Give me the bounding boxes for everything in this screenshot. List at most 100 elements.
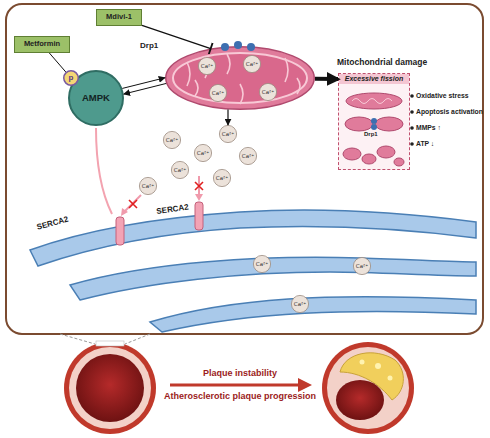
activation-line xyxy=(49,53,65,72)
damage-arrow xyxy=(315,77,338,81)
calcium-ion-text: Ca²⁺ xyxy=(242,153,254,159)
bullet xyxy=(410,126,414,130)
mitochondrion-text: Drp1 xyxy=(140,42,158,51)
ampk-circle-text: AMPK xyxy=(82,93,110,103)
fission-box-text: Excessive fission xyxy=(339,74,409,84)
calcium-ion-outline xyxy=(171,161,188,178)
protein-label: Drp1 xyxy=(364,131,378,138)
fission-box: Mitochondrial damageExcessive fission xyxy=(338,73,410,170)
calcium-ion-text: Ca²⁺ xyxy=(356,263,368,269)
arrow-label: Atherosclerotic plaque progression xyxy=(140,392,340,402)
inner-membrane xyxy=(173,53,307,103)
calcium-ion-outline xyxy=(253,255,270,272)
calcium-ion-text: Ca²⁺ xyxy=(166,137,178,143)
mitochondrion-outline xyxy=(166,47,315,110)
calcium-ion-outline xyxy=(209,84,226,101)
calcium-ion-text: Ca²⁺ xyxy=(222,131,234,137)
effect-item: Apoptosis activation xyxy=(416,108,483,115)
calcium-ion-outline xyxy=(139,177,156,194)
blocked-uptake-arrow xyxy=(124,195,141,212)
feedback-curve xyxy=(96,128,112,214)
calcium-ion-text: Ca²⁺ xyxy=(201,63,213,69)
calcium-ion: Ca²⁺ xyxy=(219,125,237,143)
er-tube xyxy=(150,297,476,332)
arrow-label: Plaque instability xyxy=(140,369,340,379)
er-tube xyxy=(30,210,476,266)
calcium-ion: Ca²⁺ xyxy=(209,84,227,102)
artery-intima xyxy=(327,347,409,429)
narrowed-lumen xyxy=(336,380,384,420)
effect-item: MMPs ↑ xyxy=(416,124,441,131)
calcium-ion-text: Ca²⁺ xyxy=(174,167,186,173)
cristae xyxy=(187,54,300,104)
block-cross xyxy=(129,200,137,208)
calcium-ion-outline xyxy=(259,83,276,100)
inhibition-line xyxy=(142,25,211,48)
calcium-ion: Ca²⁺ xyxy=(163,131,181,149)
artery-lumen xyxy=(76,354,144,422)
calcium-ion: Ca²⁺ xyxy=(213,169,231,187)
calcium-ion: Ca²⁺ xyxy=(194,144,212,162)
calcium-ion-outline xyxy=(163,131,180,148)
drug-box: Mdivi-1 xyxy=(96,9,142,26)
calcium-ion: Ca²⁺ xyxy=(171,161,189,179)
calcium-ion-outline xyxy=(291,295,308,312)
effect-item: Oxidative stress xyxy=(416,92,469,99)
serca2-pump xyxy=(116,217,124,245)
lipid-droplet xyxy=(388,376,393,381)
calcium-ion-text: Ca²⁺ xyxy=(294,301,306,307)
regulation-arrow xyxy=(122,78,165,89)
er-tube xyxy=(70,257,476,300)
calcium-ion-outline xyxy=(353,257,370,274)
fission-box-text: Mitochondrial damage xyxy=(337,58,427,67)
calcium-ion: Ca²⁺ xyxy=(239,147,257,165)
calcium-ion-text: Ca²⁺ xyxy=(197,150,209,156)
phospho-circle-text: p xyxy=(69,74,74,83)
calcium-ion-outline xyxy=(213,169,230,186)
calcium-ion-text: Ca²⁺ xyxy=(246,61,258,67)
calcium-ion-text: Ca²⁺ xyxy=(216,175,228,181)
calcium-ion: Ca²⁺ xyxy=(198,57,216,75)
drug-box: Metformin xyxy=(14,36,70,53)
calcium-ion-text: Ca²⁺ xyxy=(256,261,268,267)
lipid-droplet xyxy=(375,363,381,369)
artery-wall xyxy=(322,342,414,434)
calcium-ion-outline xyxy=(243,55,260,72)
calcium-ion: Ca²⁺ xyxy=(353,257,371,275)
artery-wall xyxy=(64,342,156,434)
artery-intima xyxy=(69,347,151,429)
arrow-head xyxy=(195,194,203,201)
zoom-region xyxy=(96,341,124,346)
mitochondrion-shape xyxy=(165,46,315,110)
serca2-pump xyxy=(195,202,203,230)
arrow-head xyxy=(121,208,128,216)
effect-item: ATP ↓ xyxy=(416,140,434,147)
phospho-circle: p xyxy=(63,70,79,86)
release-arrow xyxy=(227,110,228,125)
bullet xyxy=(410,94,414,98)
calcium-ion-text: Ca²⁺ xyxy=(142,183,154,189)
calcium-ion-outline xyxy=(198,57,215,74)
calcium-ion: Ca²⁺ xyxy=(291,295,309,313)
ampk-circle: AMPK p xyxy=(68,70,124,126)
regulation-arrow xyxy=(124,83,166,94)
bullet xyxy=(410,142,414,146)
drug-box-text: Mdivi-1 xyxy=(106,13,132,21)
drug-box-text: Metformin xyxy=(24,40,60,48)
mitochondrion: Drp1Ca²⁺Ca²⁺Ca²⁺Ca²⁺ xyxy=(165,46,315,110)
cell-frame xyxy=(6,4,483,334)
calcium-ion-text: Ca²⁺ xyxy=(262,89,274,95)
calcium-ion-outline xyxy=(239,147,256,164)
calcium-ion-outline xyxy=(194,144,211,161)
calcium-ion-text: Ca²⁺ xyxy=(212,90,224,96)
calcium-ion: Ca²⁺ xyxy=(259,83,277,101)
bullet xyxy=(410,110,414,114)
block-cross xyxy=(195,182,203,190)
calcium-ion: Ca²⁺ xyxy=(139,177,157,195)
lipid-droplet xyxy=(360,360,365,365)
calcium-ion-outline xyxy=(219,125,236,142)
calcium-ion: Ca²⁺ xyxy=(253,255,271,273)
phospho-circle-outline xyxy=(64,71,79,86)
arrow-head xyxy=(298,378,312,392)
